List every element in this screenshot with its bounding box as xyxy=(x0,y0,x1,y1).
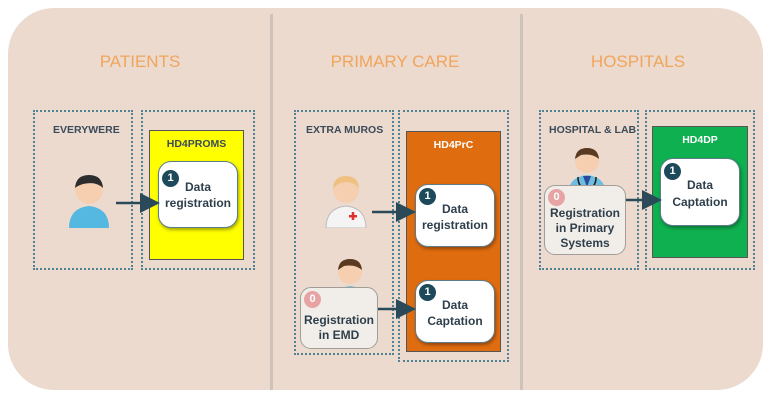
hospitals-heading: HOSPITALS xyxy=(590,52,686,71)
column-divider xyxy=(270,14,273,390)
step-line: in Primary xyxy=(555,221,615,235)
patient-icon xyxy=(63,170,115,233)
step-badge: 1 xyxy=(419,188,436,205)
registration-emd-step: 0 Registration in EMD xyxy=(300,287,378,349)
step-line: registration xyxy=(164,196,231,210)
step-line: Registration xyxy=(303,313,374,327)
registration-primary-systems-step: 0 Registration in Primary Systems xyxy=(544,185,626,255)
hd4proms-zone xyxy=(141,110,255,270)
everywere-label: EVERYWERE xyxy=(53,124,120,136)
step-line: Captation xyxy=(672,195,728,209)
column-divider xyxy=(520,14,523,390)
patients-heading: PATIENTS xyxy=(99,52,181,71)
step-line: Systems xyxy=(560,236,610,250)
step-line: registration xyxy=(421,218,488,232)
data-registration-step: 1 Data registration xyxy=(158,161,238,228)
doctor-icon xyxy=(322,170,370,233)
step-line: Data xyxy=(441,202,468,216)
data-captation-step: 1 Data Captation xyxy=(660,158,740,226)
hd4prc-zone xyxy=(398,110,509,362)
step-badge: 0 xyxy=(304,291,321,308)
step-line: Captation xyxy=(427,314,483,328)
step-line: in EMD xyxy=(318,328,360,342)
step-badge: 1 xyxy=(664,163,681,180)
step-line: Registration xyxy=(549,206,620,220)
extra-muros-zone xyxy=(294,110,394,355)
step-badge: 1 xyxy=(419,284,436,301)
primary-care-heading: PRIMARY CARE xyxy=(330,52,460,71)
hd4dp-label: HD4DP xyxy=(682,134,718,146)
hd4prc-label: HD4PrC xyxy=(433,139,474,151)
step-badge: 1 xyxy=(162,170,179,187)
step-line: Data xyxy=(686,178,713,192)
step-line: Data xyxy=(184,180,211,194)
everywere-zone xyxy=(33,110,133,270)
step-line: Data xyxy=(441,298,468,312)
data-captation-step: 1 Data Captation xyxy=(415,280,495,343)
hospital-lab-label: HOSPITAL & LAB xyxy=(549,124,637,136)
hospital-lab-zone xyxy=(539,110,639,270)
data-registration-step: 1 Data registration xyxy=(415,184,495,247)
hd4proms-label: HD4PROMS xyxy=(166,138,227,150)
extra-muros-label: EXTRA MUROS xyxy=(306,124,384,136)
step-badge: 0 xyxy=(548,189,565,206)
